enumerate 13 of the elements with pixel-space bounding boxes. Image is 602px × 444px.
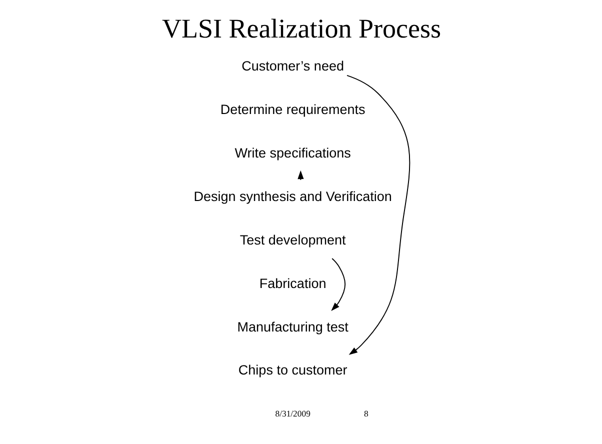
- node-text: Manufacturing test: [236, 319, 348, 334]
- arrow: [330, 258, 346, 312]
- label: 8: [364, 408, 368, 419]
- label: 8/31/2009: [274, 408, 310, 419]
- diagram-title: VLSI Realization Process: [161, 14, 441, 44]
- node-text: Design synthesis and Verification: [193, 188, 392, 204]
- node-text: Determine requirements: [220, 102, 365, 118]
- node-text: Test development: [239, 232, 346, 248]
- arrow: [346, 74, 410, 355]
- node-text: Write specifications: [234, 146, 350, 161]
- node-text: Chips to customer: [238, 362, 347, 378]
- node-text: Customer’s need: [241, 58, 344, 74]
- node-text: Fabrication: [258, 276, 326, 291]
